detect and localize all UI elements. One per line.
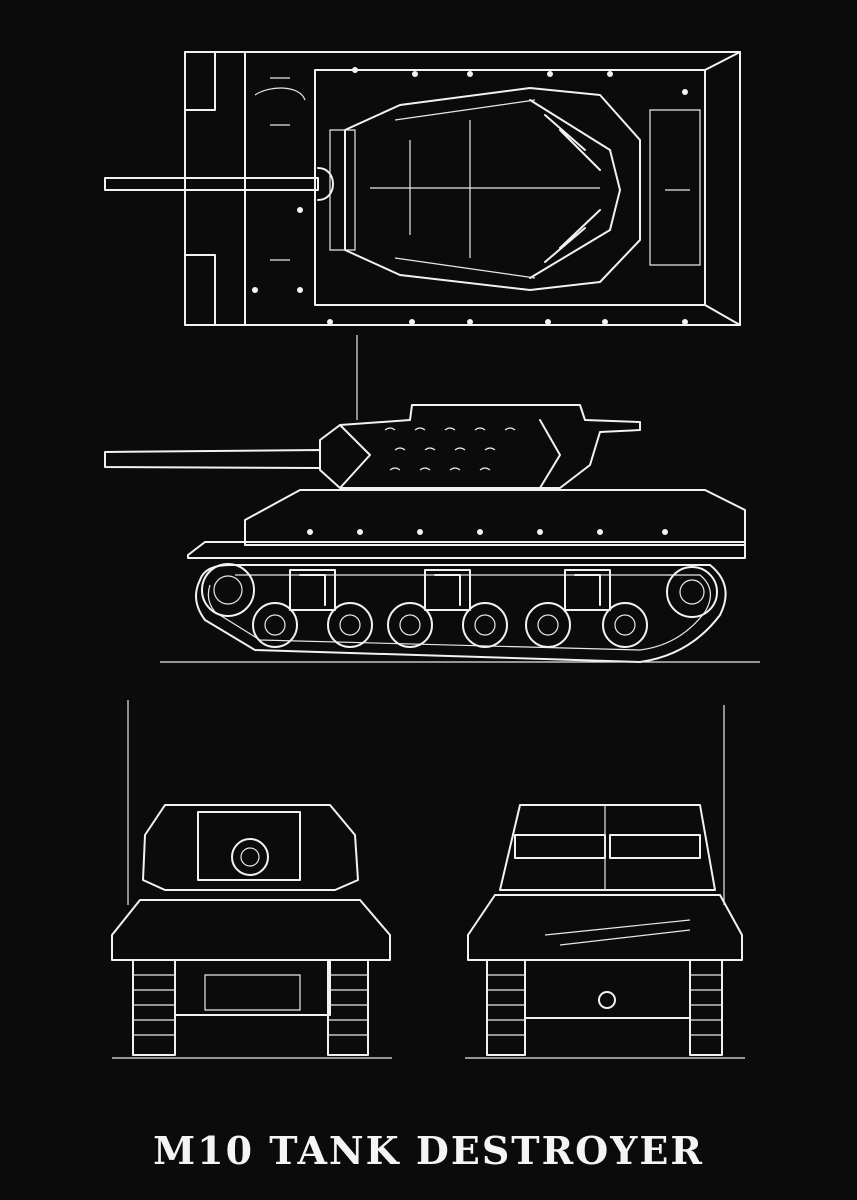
top-view-drawing	[104, 51, 741, 326]
rear-view-drawing	[465, 705, 745, 1059]
front-view-drawing	[111, 700, 392, 1059]
side-view-drawing	[104, 335, 760, 663]
poster-title: M10 TANK DESTROYER	[153, 1128, 704, 1173]
